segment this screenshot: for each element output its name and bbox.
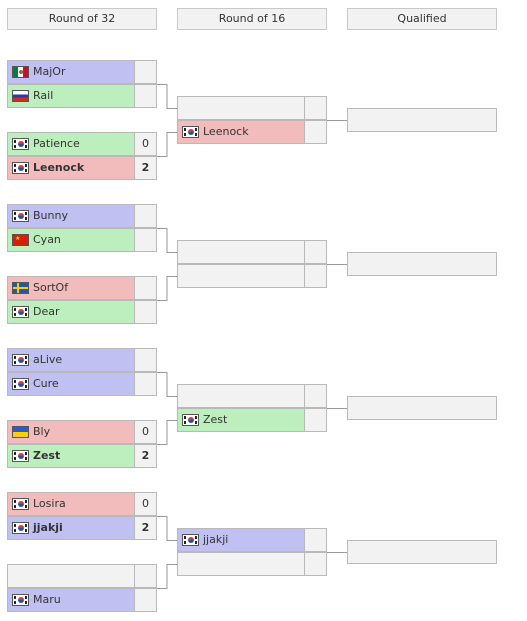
r32-slot-13[interactable]: Losira	[7, 492, 135, 516]
score-box: 0	[134, 420, 157, 444]
flag-kr-icon	[182, 126, 199, 138]
flag-kr-icon	[12, 162, 29, 174]
score-box: 2	[134, 444, 157, 468]
flag-kr-icon	[12, 138, 29, 150]
qualified-slot-2[interactable]	[347, 252, 497, 276]
connector-r32-8	[157, 564, 177, 589]
player-name: MajOr	[33, 65, 66, 78]
score-box: 0	[134, 492, 157, 516]
header-qualified: Qualified	[347, 8, 497, 30]
header-round-of-32: Round of 32	[7, 8, 157, 30]
r16-slot-4[interactable]	[177, 264, 305, 288]
player-name: Rail	[33, 89, 54, 102]
score-box	[304, 408, 327, 432]
connector-r32-6	[157, 420, 177, 445]
flag-kr-icon	[12, 354, 29, 366]
score-box	[304, 384, 327, 408]
flag-kr-icon	[12, 450, 29, 462]
flag-ua-icon	[12, 426, 29, 438]
r16-slot-6[interactable]: Zest	[177, 408, 305, 432]
flag-kr-icon	[182, 414, 199, 426]
flag-kr-icon	[12, 522, 29, 534]
player-name: Leenock	[33, 161, 85, 174]
r16-slot-2[interactable]: Leenock	[177, 120, 305, 144]
r16-slot-8[interactable]	[177, 552, 305, 576]
qualified-slot-3[interactable]	[347, 396, 497, 420]
score-box	[134, 348, 157, 372]
connector-r32-4	[157, 276, 177, 301]
score-box	[304, 528, 327, 552]
score-box: 0	[134, 132, 157, 156]
score-box: 2	[134, 516, 157, 540]
score-box	[134, 300, 157, 324]
r32-slot-7[interactable]: SortOf	[7, 276, 135, 300]
score-box	[134, 276, 157, 300]
player-name: Dear	[33, 305, 60, 318]
flag-kr-icon	[12, 378, 29, 390]
connector-r32-1	[157, 84, 177, 109]
r32-slot-11[interactable]: Bly	[7, 420, 135, 444]
flag-cn-icon: ★	[12, 234, 29, 246]
r32-slot-16[interactable]: Maru	[7, 588, 135, 612]
flag-ru-icon	[12, 90, 29, 102]
player-name: Leenock	[203, 125, 249, 138]
connector-r32-3	[157, 228, 177, 253]
flag-kr-icon	[12, 498, 29, 510]
score-box	[134, 588, 157, 612]
player-name: Zest	[203, 413, 228, 426]
flag-kr-icon	[12, 306, 29, 318]
r16-slot-5[interactable]	[177, 384, 305, 408]
player-name: Zest	[33, 449, 61, 462]
flag-se-icon	[12, 282, 29, 294]
player-name: jjakji	[33, 521, 63, 534]
player-name: Cure	[33, 377, 59, 390]
r32-slot-4[interactable]: Leenock	[7, 156, 135, 180]
flag-mx-icon	[12, 66, 29, 78]
connector-r32-7	[157, 516, 177, 541]
player-name: Bunny	[33, 209, 68, 222]
r32-slot-15[interactable]	[7, 564, 135, 588]
player-name: Cyan	[33, 233, 61, 246]
score-box	[304, 96, 327, 120]
r32-slot-9[interactable]: aLive	[7, 348, 135, 372]
connector-r32-5	[157, 372, 177, 397]
r32-slot-10[interactable]: Cure	[7, 372, 135, 396]
score-box	[134, 204, 157, 228]
score-box	[134, 564, 157, 588]
header-round-of-16: Round of 16	[177, 8, 327, 30]
r32-slot-8[interactable]: Dear	[7, 300, 135, 324]
qualified-slot-4[interactable]	[347, 540, 497, 564]
r32-slot-12[interactable]: Zest	[7, 444, 135, 468]
score-box	[134, 228, 157, 252]
score-box	[304, 264, 327, 288]
player-name: aLive	[33, 353, 63, 366]
r16-slot-7[interactable]: jjakji	[177, 528, 305, 552]
r32-slot-5[interactable]: Bunny	[7, 204, 135, 228]
score-box	[304, 240, 327, 264]
score-box	[134, 372, 157, 396]
r32-slot-2[interactable]: Rail	[7, 84, 135, 108]
qualified-slot-1[interactable]	[347, 108, 497, 132]
score-box	[134, 84, 157, 108]
score-box	[134, 60, 157, 84]
player-name: Bly	[33, 425, 51, 438]
player-name: Patience	[33, 137, 80, 150]
player-name: jjakji	[203, 533, 229, 546]
player-name: Maru	[33, 593, 61, 606]
r32-slot-14[interactable]: jjakji	[7, 516, 135, 540]
player-name: Losira	[33, 497, 66, 510]
flag-kr-icon	[182, 534, 199, 546]
r32-slot-3[interactable]: Patience	[7, 132, 135, 156]
flag-kr-icon	[12, 594, 29, 606]
flag-kr-icon	[12, 210, 29, 222]
score-box	[304, 120, 327, 144]
player-name: SortOf	[33, 281, 69, 294]
score-box: 2	[134, 156, 157, 180]
connector-r32-2	[157, 132, 177, 157]
score-box	[304, 552, 327, 576]
